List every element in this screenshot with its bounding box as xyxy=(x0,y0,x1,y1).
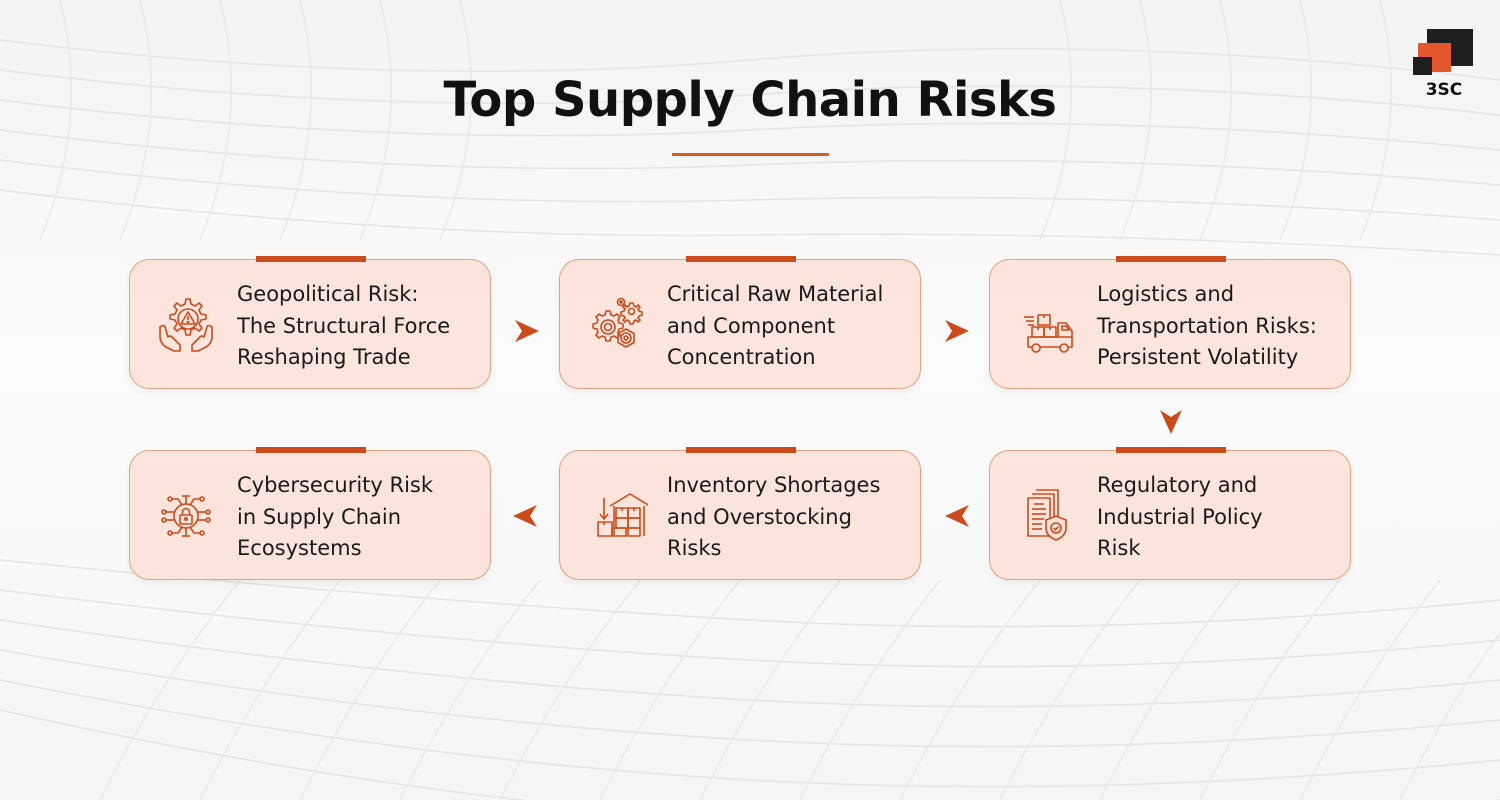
arrow-right-icon xyxy=(945,320,969,342)
card-title: Logistics and Transportation Risks: Pers… xyxy=(1097,282,1317,369)
logo-text: 3SC xyxy=(1425,80,1463,100)
card-title: Cybersecurity Risk in Supply Chain Ecosy… xyxy=(237,473,434,560)
warehouse-boxes-icon xyxy=(597,493,648,537)
card-title: Critical Raw Material and Component Conc… xyxy=(667,282,884,369)
page-title: Top Supply Chain Risks xyxy=(443,72,1057,128)
card-logistics-transportation: Logistics and Transportation Risks: Pers… xyxy=(989,256,1351,389)
card-tab-accent xyxy=(256,447,366,453)
arrow-left-icon xyxy=(513,505,537,527)
card-geopolitical-risk: Geopolitical Risk: The Structural Force … xyxy=(129,256,491,389)
gear-warning-hands-icon xyxy=(159,298,213,352)
3sc-logo-icon xyxy=(1413,29,1473,75)
arrow-right-icon xyxy=(515,320,539,342)
title-underline xyxy=(672,153,829,156)
gears-icon xyxy=(592,297,643,348)
card-tab-accent xyxy=(686,256,796,262)
card-cybersecurity-risk: Cybersecurity Risk in Supply Chain Ecosy… xyxy=(129,447,491,580)
card-inventory-shortages: Inventory Shortages and Overstocking Ris… xyxy=(559,447,921,580)
arrow-left-icon xyxy=(945,505,969,527)
card-critical-raw-material: Critical Raw Material and Component Conc… xyxy=(559,256,921,389)
arrow-down-icon xyxy=(1160,410,1182,434)
card-tab-accent xyxy=(1116,256,1226,262)
card-title: Inventory Shortages and Overstocking Ris… xyxy=(667,473,881,560)
documents-shield-icon xyxy=(1027,489,1067,541)
card-tab-accent xyxy=(256,256,366,262)
card-tab-accent xyxy=(686,447,796,453)
card-regulatory-policy: Regulatory and Industrial Policy Risk xyxy=(989,447,1351,580)
delivery-truck-icon xyxy=(1024,314,1073,353)
card-title: Geopolitical Risk: The Structural Force … xyxy=(237,282,451,369)
circuit-lock-icon xyxy=(161,495,211,537)
card-title: Regulatory and Industrial Policy Risk xyxy=(1097,473,1263,560)
card-tab-accent xyxy=(1116,447,1226,453)
